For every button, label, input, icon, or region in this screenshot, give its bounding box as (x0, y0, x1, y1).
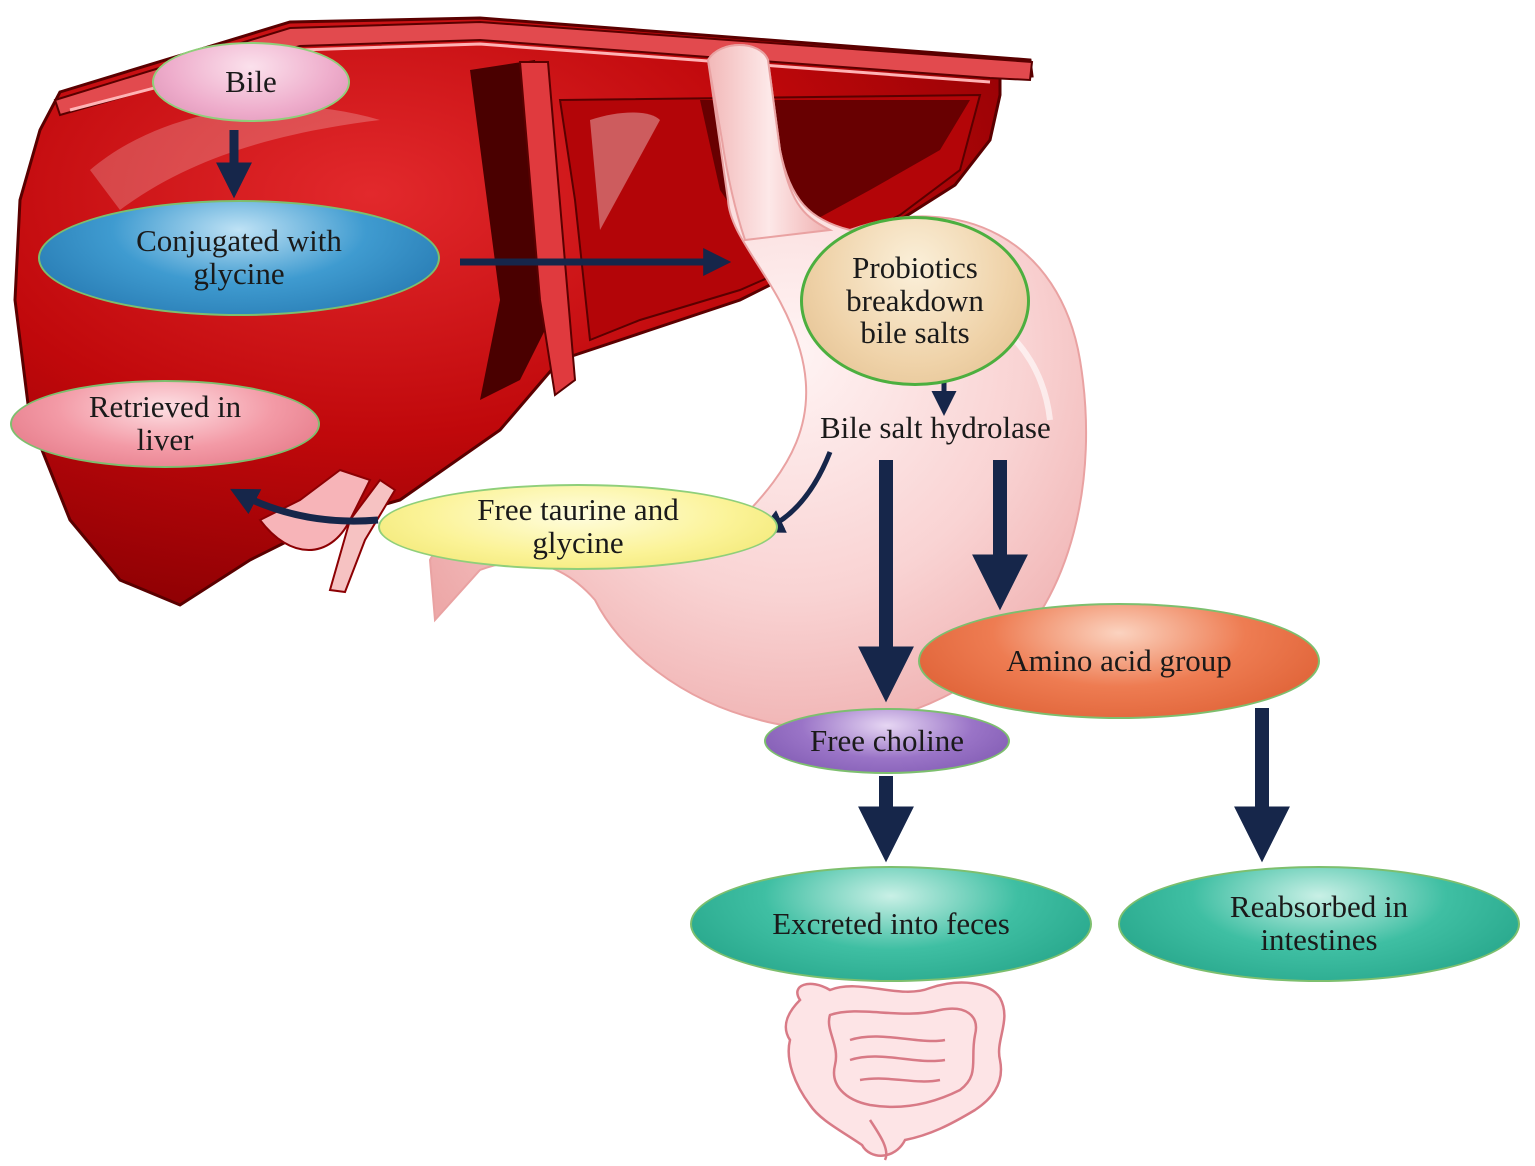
node-free-taurine-line-1: Free taurine and (477, 492, 679, 528)
node-amino-acid-group: Amino acid group (918, 603, 1320, 719)
label-bile-salt-hydrolase: Bile salt hydrolase (820, 410, 1051, 445)
node-conjugated-line-2: glycine (193, 256, 285, 291)
node-retrieved-line-1: Retrieved in (88, 389, 242, 425)
node-retrieved-in-liver: Retrieved in liver (10, 380, 320, 468)
node-free-choline-line-1: Free choline (809, 722, 965, 758)
node-reabsorbed-in-intestines: Reabsorbed in intestines (1118, 866, 1520, 982)
node-reabsorbed-line-2: intestines (1260, 922, 1378, 957)
node-probiotics-line-2: breakdown (846, 282, 984, 318)
node-amino-acid-line-1: Amino acid group (1006, 642, 1232, 678)
node-conjugated-line-1: Conjugated with (136, 223, 342, 259)
node-free-taurine-and-glycine: Free taurine and glycine (378, 484, 778, 570)
node-reabsorbed-line-1: Reabsorbed in (1229, 889, 1409, 925)
node-free-choline: Free choline (764, 708, 1010, 774)
node-probiotics-line-3: bile salts (860, 315, 970, 351)
arrows (216, 130, 1290, 863)
node-retrieved-line-2: liver (136, 422, 194, 457)
node-free-taurine-line-2: glycine (532, 525, 624, 560)
node-probiotics-breakdown: Probiotics breakdown bile salts (800, 216, 1030, 386)
node-probiotics-line-1: Probiotics (852, 250, 978, 286)
node-excreted-line-1: Excreted into feces (772, 905, 1010, 941)
arrow-free-taurine-to-retrieved (230, 488, 379, 525)
node-bile-line-1: Bile (225, 63, 277, 99)
node-bile: Bile (152, 42, 350, 122)
intestines-illustration (784, 981, 1006, 1161)
node-conjugated-with-glycine: Conjugated with glycine (38, 200, 440, 316)
node-excreted-into-feces: Excreted into feces (690, 866, 1092, 982)
